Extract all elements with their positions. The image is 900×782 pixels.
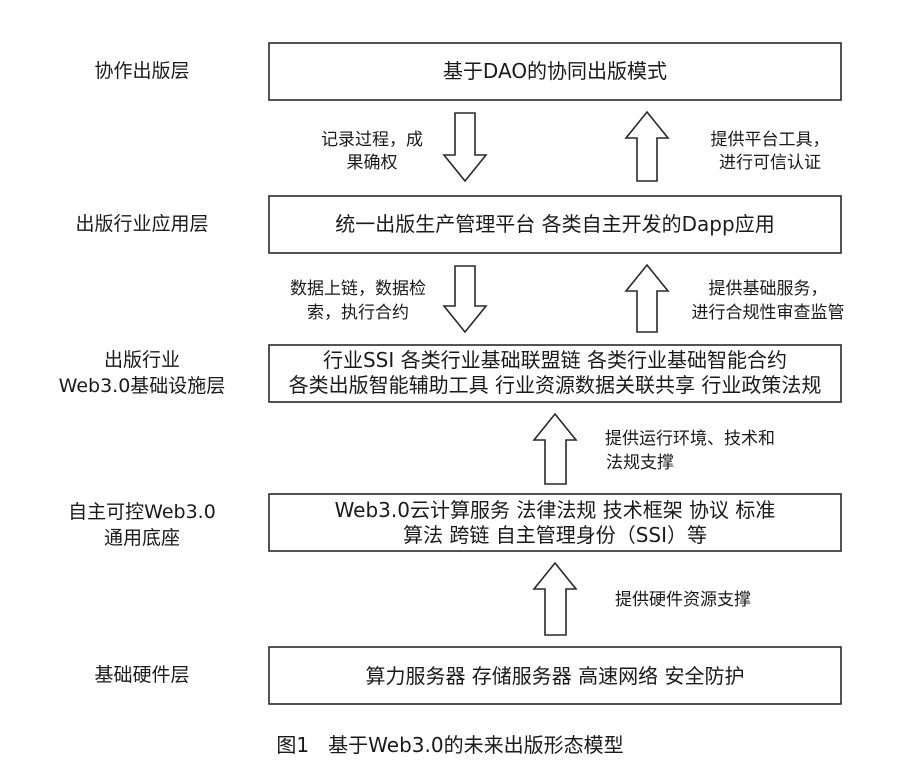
layer-web3-general-base: 自主可控Web3.0 通用底座 Web3.0云计算服务 法律法规 技术框架 协议… <box>68 493 842 552</box>
arrow-label: 法规支撑 <box>606 453 674 473</box>
layer-box-text: 行业SSI 各类行业基础联盟链 各类行业基础智能合约 <box>323 348 787 372</box>
layer-box-text: 统一出版生产管理平台 各类自主开发的Dapp应用 <box>335 212 774 236</box>
arrow-label: 果确权 <box>347 153 398 173</box>
layer-label: Web3.0基础设施层 <box>59 375 226 397</box>
arrow-label: 提供平台工具， <box>711 130 830 150</box>
figure-caption: 图1 基于Web3.0的未来出版形态模型 <box>276 733 623 757</box>
arrow-label: 进行可信认证 <box>719 153 821 173</box>
layer-label: 出版行业 <box>104 349 180 371</box>
layer-web3-infrastructure: 出版行业 Web3.0基础设施层 行业SSI 各类行业基础联盟链 各类行业基础智… <box>59 344 842 403</box>
up-arrow-icon <box>532 412 578 485</box>
down-arrow-icon <box>442 112 488 183</box>
arrow-label: 记录过程，成 <box>321 130 423 150</box>
arrow-label: 进行合规性审查监管 <box>692 303 845 323</box>
layer-label: 自主可控Web3.0 <box>68 501 216 523</box>
arrow-label: 提供基础服务， <box>709 279 828 299</box>
layer-box-text: 算法 跨链 自主管理身份（SSI）等 <box>403 523 707 547</box>
layer-box-text: 各类出版智能辅助工具 行业资源数据关联共享 行业政策法规 <box>289 373 822 397</box>
layer-box <box>268 195 842 254</box>
up-arrow-icon <box>624 110 670 182</box>
arrow-label: 提供运行环境、技术和 <box>605 429 775 449</box>
layer-box <box>268 42 842 101</box>
down-arrow-icon <box>442 265 488 334</box>
arrow-label: 索，执行合约 <box>307 303 409 323</box>
layer-label: 基础硬件层 <box>94 664 189 686</box>
layer-industry-application: 出版行业应用层 统一出版生产管理平台 各类自主开发的Dapp应用 <box>75 195 842 254</box>
up-arrow-icon <box>624 263 670 333</box>
layer-box-text: Web3.0云计算服务 法律法规 技术框架 协议 标准 <box>335 498 776 522</box>
layer-box <box>268 344 842 403</box>
arrow-group-3: 提供运行环境、技术和 法规支撑 <box>532 412 775 485</box>
arrow-group-1: 记录过程，成 果确权 提供平台工具， 进行可信认证 <box>321 110 830 183</box>
layer-box <box>268 493 842 552</box>
layer-label: 协作出版层 <box>94 60 189 82</box>
arrow-group-2: 数据上链，数据检 索，执行合约 提供基础服务， 进行合规性审查监管 <box>290 263 845 334</box>
layer-label: 出版行业应用层 <box>75 213 208 235</box>
layer-label: 通用底座 <box>104 527 180 549</box>
up-arrow-icon <box>532 561 578 636</box>
layer-box <box>268 646 842 705</box>
layer-box-text: 基于DAO的协同出版模式 <box>443 59 667 83</box>
layer-box-text: 算力服务器 存储服务器 高速网络 安全防护 <box>365 664 744 688</box>
layer-base-hardware: 基础硬件层 算力服务器 存储服务器 高速网络 安全防护 <box>94 646 842 705</box>
layer-collaborative-publishing: 协作出版层 基于DAO的协同出版模式 <box>94 42 842 101</box>
arrow-label: 提供硬件资源支撑 <box>615 590 751 610</box>
arrow-group-4: 提供硬件资源支撑 <box>532 561 751 636</box>
arrow-label: 数据上链，数据检 <box>290 279 426 299</box>
